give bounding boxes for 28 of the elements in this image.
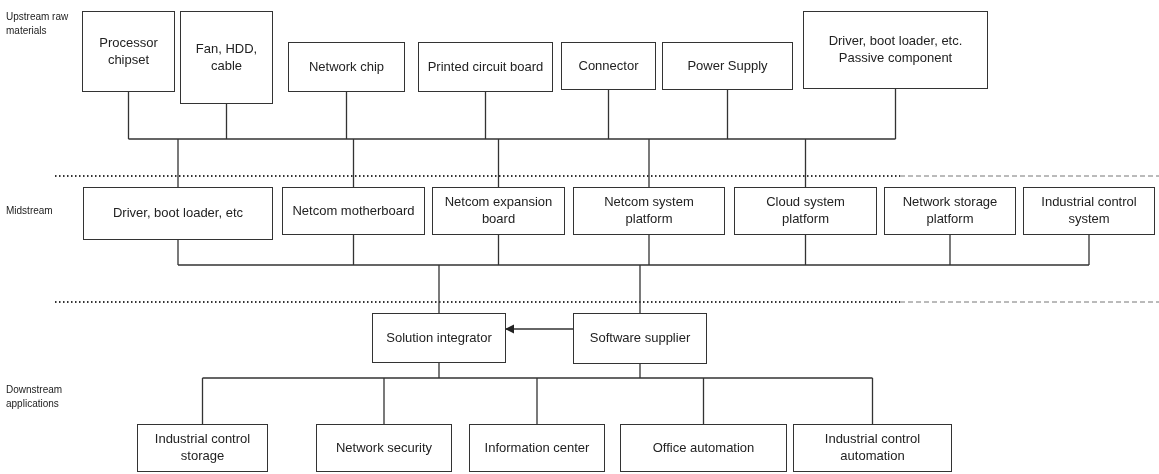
tier-label: Downstream applications — [6, 383, 64, 410]
bus-connector — [127, 88, 897, 188]
process-box: Driver, boot loader, etc — [83, 187, 273, 240]
bus-connector — [177, 234, 1090, 314]
process-box: Industrial control system — [1023, 187, 1155, 235]
process-box: Network security — [316, 424, 452, 472]
process-box: Solution integrator — [372, 313, 506, 363]
process-box: Industrial control automation — [793, 424, 952, 472]
process-box: Netcom motherboard — [282, 187, 425, 235]
process-box: Power Supply — [662, 42, 793, 90]
process-box: Processor chipset — [82, 11, 175, 92]
process-box: Fan, HDD, cable — [180, 11, 273, 104]
process-box: Information center — [469, 424, 605, 472]
process-box: Network storage platform — [884, 187, 1016, 235]
arrow — [505, 324, 574, 334]
bus-connector — [201, 362, 874, 425]
process-box: Network chip — [288, 42, 405, 92]
process-box: Driver, boot loader, etc. Passive component — [803, 11, 988, 89]
process-box: Cloud system platform — [734, 187, 877, 235]
process-box: Printed circuit board — [418, 42, 553, 92]
tier-label: Midstream — [6, 204, 54, 218]
tier-label: Upstream raw materials — [6, 10, 70, 37]
process-box: Office automation — [620, 424, 787, 472]
process-box: Industrial control storage — [137, 424, 268, 472]
process-box: Netcom system platform — [573, 187, 725, 235]
process-box: Connector — [561, 42, 656, 90]
process-box: Netcom expansion board — [432, 187, 565, 235]
process-box: Software supplier — [573, 313, 707, 364]
